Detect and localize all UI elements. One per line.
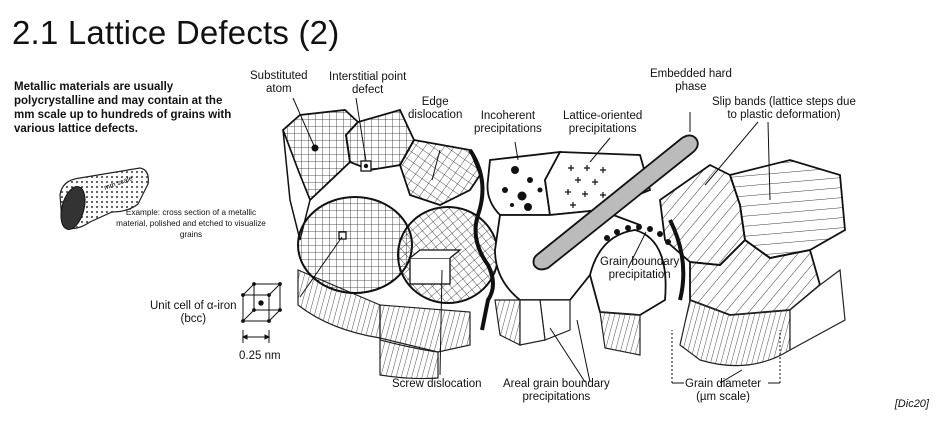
label-scale-bar: 0.25 nm [239,350,281,362]
example-caption: Example: cross section of a metallic mat… [116,208,266,239]
right-grain-block [659,159,846,367]
page-title: 2.1 Lattice Defects (2) [12,14,340,51]
label-grain-boundary-precip: Grain boundary precipitation [600,256,680,281]
specimen-icon: mm scale [59,167,149,230]
label-embedded-hard: Embedded hard phase [650,68,732,93]
unit-cell-icon [241,282,282,323]
label-lattice-oriented: Lattice-oriented precipitations [563,110,643,135]
label-areal-gb: Areal grain boundary precipitations [503,378,610,403]
scale-bar [241,330,271,343]
label-incoherent: Incoherent precipitations [474,110,542,135]
reference: [Dic20] [894,398,929,410]
left-grain-block [281,108,499,353]
label-interstitial: Interstitial point defect [329,71,407,96]
label-edge-dislocation: Edge dislocation [408,96,463,121]
label-slip-bands: Slip bands (lattice steps due to plastic… [712,96,856,121]
label-substituted-atom: Substituted atom [250,70,308,95]
intro-text: Metallic materials are usually polycryst… [14,81,232,135]
label-screw-dislocation: Screw dislocation [392,378,482,390]
middle-grain-block [486,134,699,356]
label-unit-cell: Unit cell of α-iron (bcc) [150,300,237,325]
leader-lines [292,97,781,384]
label-grain-diameter: Grain diameter (µm scale) [685,378,762,403]
